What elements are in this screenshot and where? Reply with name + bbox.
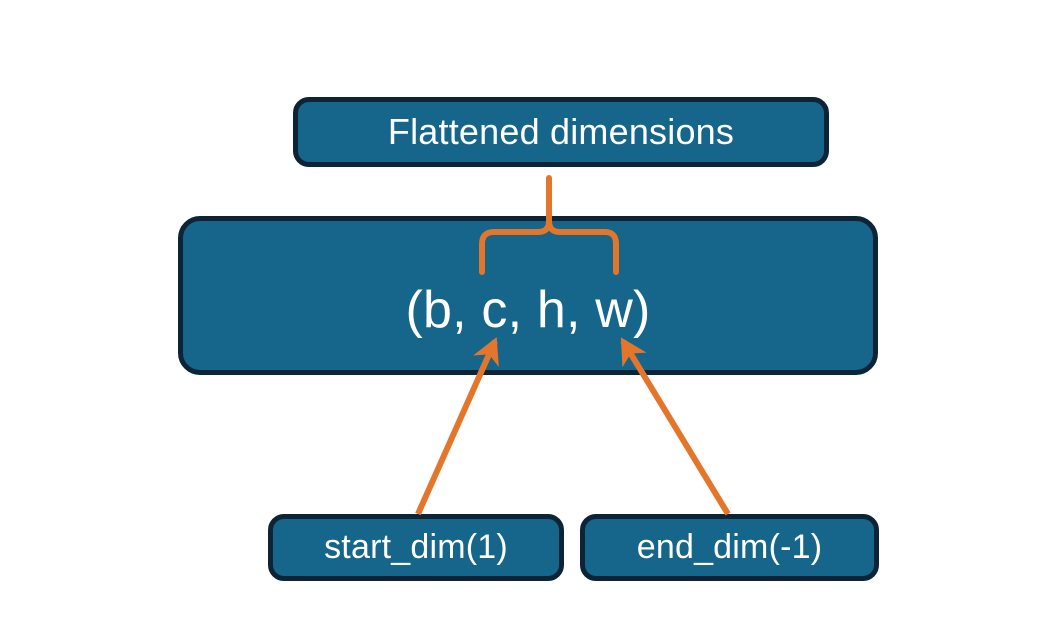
flattened-dimensions-box: Flattened dimensions <box>293 97 829 167</box>
flattened-dimensions-label: Flattened dimensions <box>387 111 735 152</box>
tensor-shape-box: (b, c, h, w) <box>178 216 878 375</box>
end-dim-box: end_dim(-1) <box>580 514 879 581</box>
start-dim-label: start_dim(1) <box>324 528 508 566</box>
end-dim-label: end_dim(-1) <box>636 528 823 566</box>
tensor-shape-label: (b, c, h, w) <box>405 280 651 339</box>
start-dim-box: start_dim(1) <box>268 514 564 581</box>
